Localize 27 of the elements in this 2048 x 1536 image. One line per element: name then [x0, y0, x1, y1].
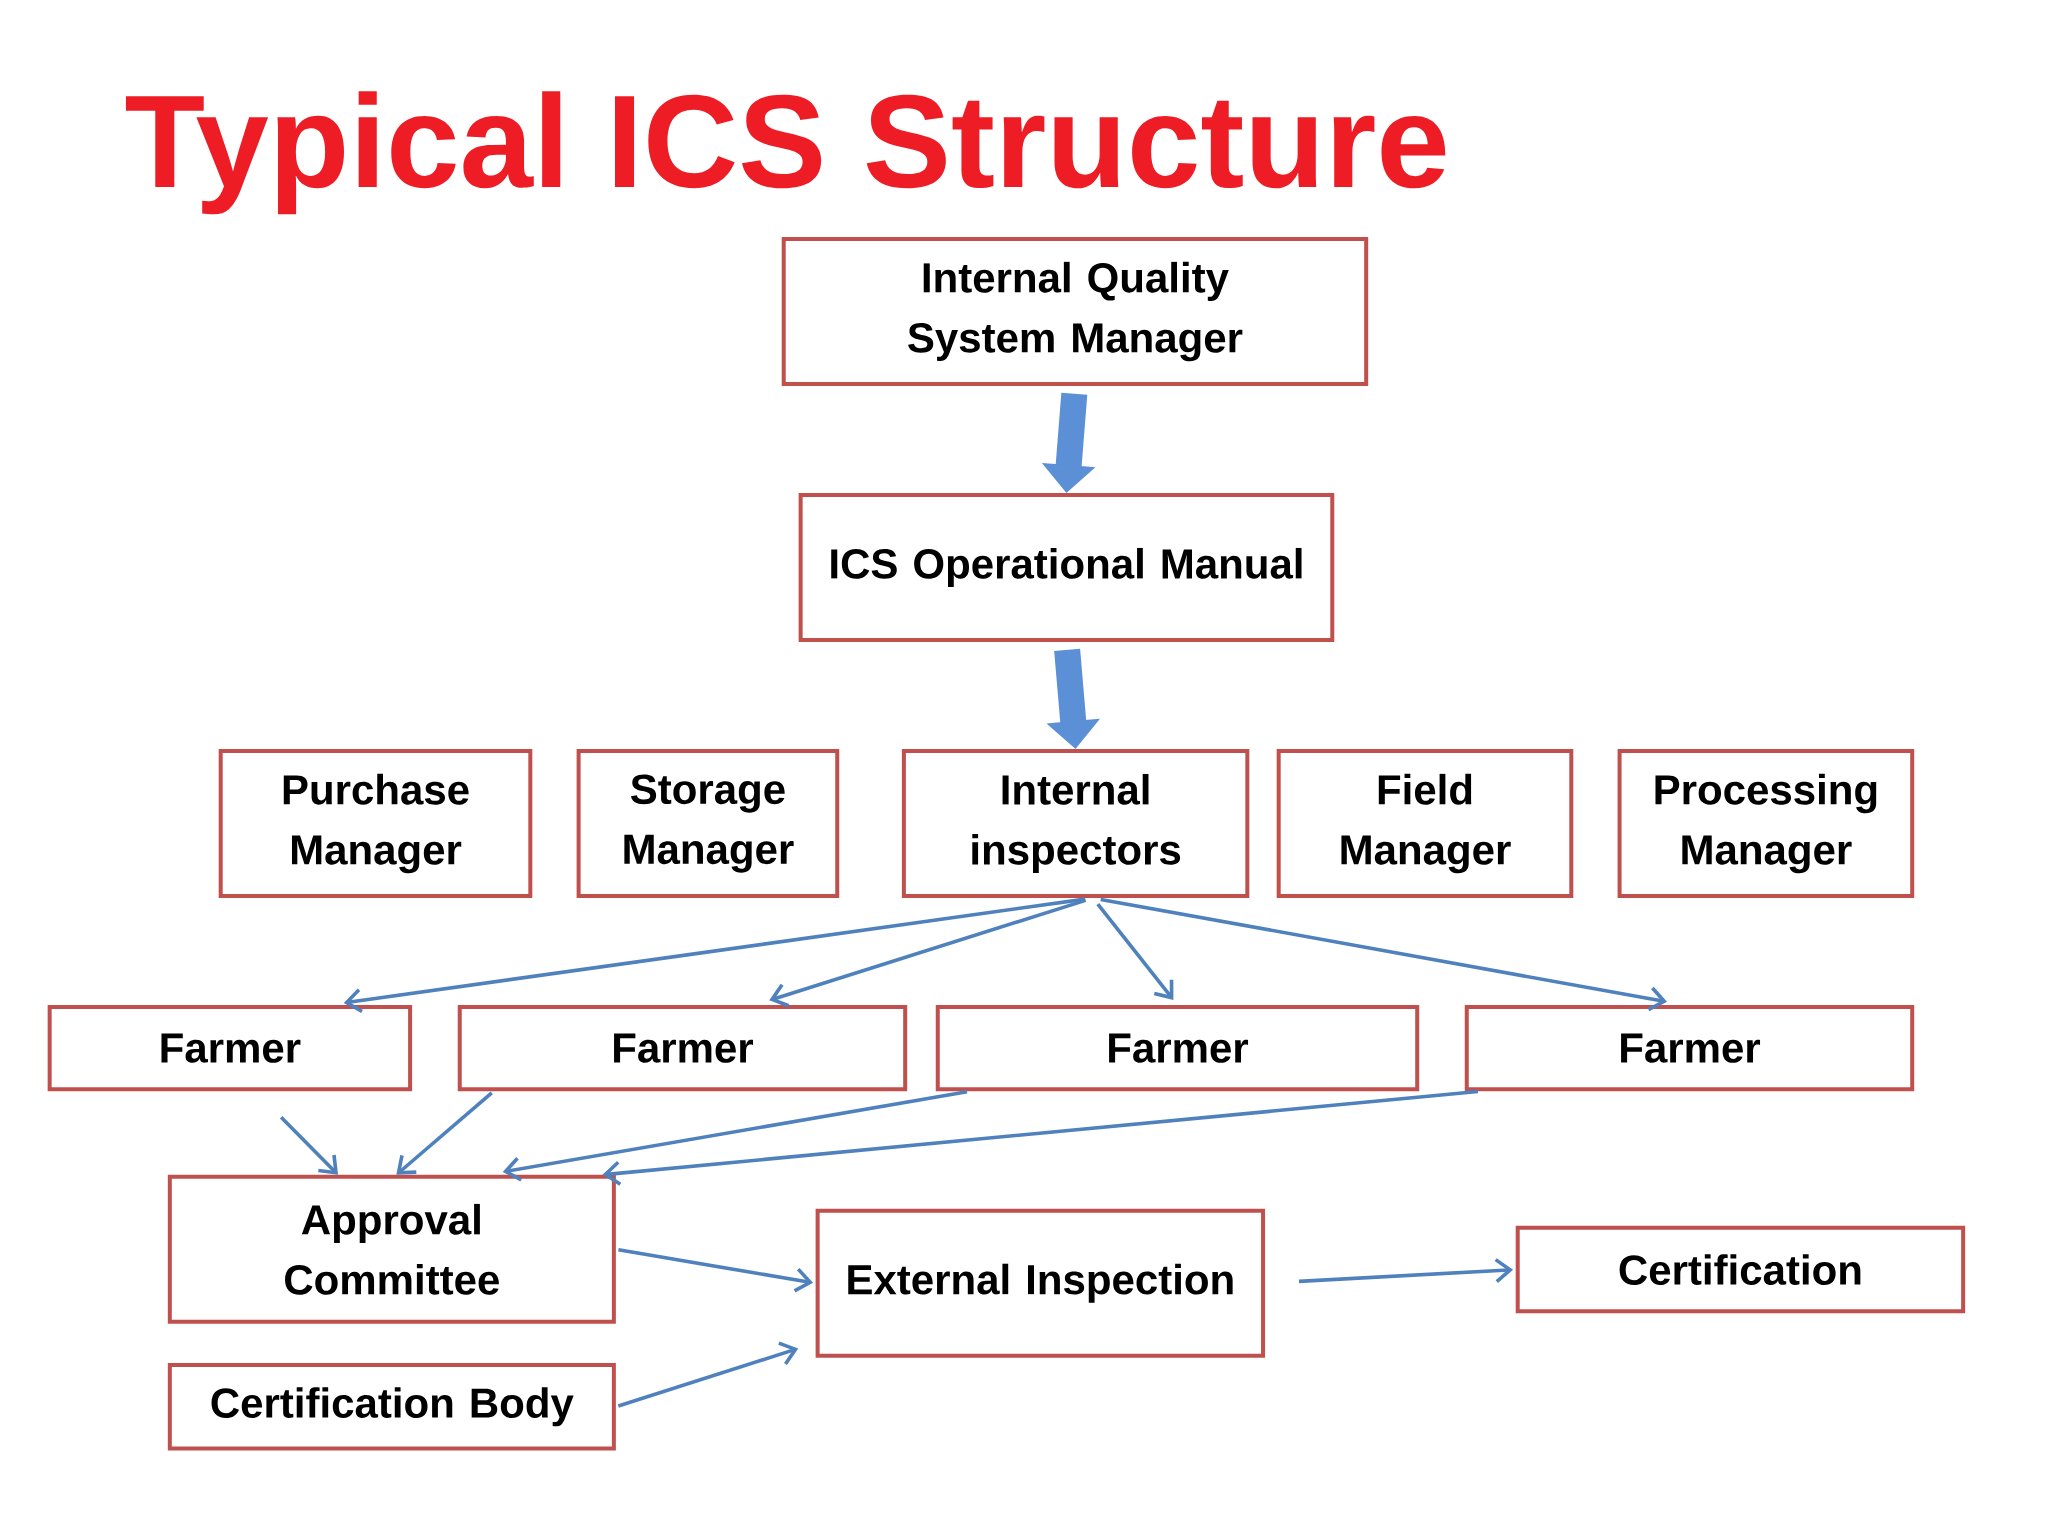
- org-box: Certification Body: [167, 1362, 616, 1451]
- org-box: Farmer: [47, 1005, 413, 1092]
- org-box: Storage Manager: [576, 749, 840, 899]
- arrow: [396, 1091, 493, 1175]
- arrow: [1100, 897, 1668, 1012]
- title: Typical ICS Structure: [125, 91, 1446, 215]
- org-box: Farmer: [935, 1005, 1420, 1092]
- arrow: [602, 1089, 1479, 1186]
- org-box: Farmer: [1464, 1005, 1915, 1092]
- org-box: ICS Operational Manual: [798, 493, 1335, 643]
- org-box: Internal inspectors: [901, 749, 1250, 899]
- arrow: [502, 1089, 968, 1182]
- org-box: Processing Manager: [1617, 749, 1915, 899]
- org-box: Field Manager: [1276, 749, 1574, 899]
- arrow: [617, 1341, 799, 1408]
- org-box: External Inspection: [815, 1208, 1266, 1358]
- arrow: [1298, 1258, 1514, 1284]
- arrow: [769, 898, 1087, 1008]
- org-box: Approval Committee: [167, 1174, 616, 1324]
- arrow: [618, 1248, 814, 1293]
- org-box: Purchase Manager: [218, 749, 533, 899]
- org-box: Farmer: [457, 1005, 908, 1092]
- arrow: [279, 1116, 339, 1175]
- org-box: Internal Quality System Manager: [781, 237, 1369, 386]
- arrow: [343, 897, 1086, 1013]
- arrow: [1096, 903, 1174, 1000]
- org-box: Certification: [1515, 1225, 1966, 1314]
